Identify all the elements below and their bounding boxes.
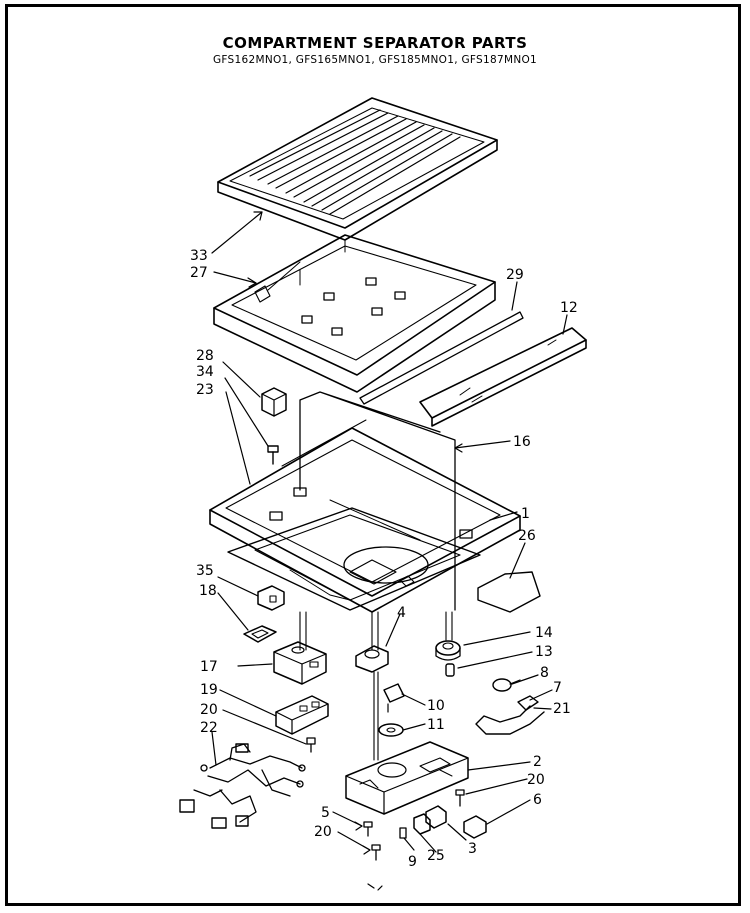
part-separator-tray bbox=[213, 234, 496, 393]
part-socket-7 bbox=[517, 695, 539, 711]
shaft-right bbox=[445, 611, 453, 641]
leader-lines bbox=[211, 211, 568, 855]
callout-2: 2 bbox=[533, 754, 542, 770]
callout-7: 7 bbox=[553, 680, 562, 696]
part-switch-3 bbox=[425, 805, 447, 829]
callout-16: 16 bbox=[513, 434, 531, 450]
part-grommet-18 bbox=[243, 625, 277, 643]
callout-35: 35 bbox=[196, 563, 214, 579]
part-nut-13 bbox=[445, 663, 455, 677]
callout-19: 19 bbox=[200, 682, 218, 698]
model-numbers: GFS162MNO1, GFS165MNO1, GFS185MNO1, GFS1… bbox=[212, 54, 538, 66]
part-housing-17 bbox=[273, 641, 327, 685]
part-bulb-8 bbox=[492, 678, 521, 692]
callout-12: 12 bbox=[560, 300, 578, 316]
callout-34: 34 bbox=[196, 364, 214, 380]
part-grille-cover bbox=[217, 97, 498, 253]
callout-17: 17 bbox=[200, 659, 218, 675]
callout-22: 22 bbox=[200, 720, 218, 736]
callout-25: 25 bbox=[427, 848, 445, 864]
part-clip-35 bbox=[257, 585, 285, 611]
diagram-title: COMPARTMENT SEPARATOR PARTS bbox=[222, 34, 528, 52]
part-cord-21 bbox=[475, 705, 545, 735]
callout-3: 3 bbox=[468, 841, 477, 857]
stray-marks bbox=[367, 883, 383, 891]
callout-23: 23 bbox=[196, 382, 214, 398]
part-bracket-19 bbox=[275, 695, 329, 735]
callout-33: 33 bbox=[190, 248, 208, 264]
callout-6: 6 bbox=[533, 792, 542, 808]
part-wiring-harness bbox=[179, 743, 306, 829]
callout-10: 10 bbox=[427, 698, 445, 714]
callout-20-c: 20 bbox=[314, 824, 332, 840]
part-motor-mount bbox=[355, 645, 389, 761]
callout-26: 26 bbox=[518, 528, 536, 544]
part-wire-loop bbox=[299, 391, 456, 611]
shaft-center bbox=[371, 611, 379, 651]
part-fan-14 bbox=[435, 640, 461, 661]
callout-27: 27 bbox=[190, 265, 208, 281]
part-base-housing bbox=[345, 741, 469, 815]
callout-28: 28 bbox=[196, 348, 214, 364]
part-rail bbox=[419, 327, 587, 427]
part-washer-11 bbox=[378, 723, 404, 737]
callout-14: 14 bbox=[535, 625, 553, 641]
part-screw-34 bbox=[267, 445, 279, 465]
part-screw-20c bbox=[371, 844, 381, 861]
callout-4: 4 bbox=[397, 605, 406, 621]
callout-labels: 33 27 29 12 28 34 23 16 1 26 35 18 4 14 … bbox=[190, 248, 578, 870]
part-clip-10 bbox=[383, 683, 405, 713]
part-seal-strip bbox=[359, 311, 524, 405]
callout-8: 8 bbox=[540, 665, 549, 681]
part-insulation-pad bbox=[477, 571, 541, 613]
part-liner-pan bbox=[227, 507, 481, 611]
callout-21: 21 bbox=[553, 701, 571, 717]
part-separator-frame bbox=[209, 419, 521, 613]
part-screw-20a bbox=[306, 737, 316, 753]
callout-18: 18 bbox=[199, 583, 217, 599]
part-switch-25 bbox=[413, 813, 431, 835]
callout-13: 13 bbox=[535, 644, 553, 660]
part-connector-6 bbox=[463, 815, 487, 839]
diagram-frame bbox=[5, 4, 741, 906]
part-small-block bbox=[261, 387, 287, 417]
callout-29: 29 bbox=[506, 267, 524, 283]
part-screw-5 bbox=[363, 821, 373, 837]
callout-20-a: 20 bbox=[200, 702, 218, 718]
callout-20-b: 20 bbox=[527, 772, 545, 788]
callout-1: 1 bbox=[521, 506, 530, 522]
callout-5: 5 bbox=[321, 805, 330, 821]
callout-9: 9 bbox=[408, 854, 417, 870]
part-screw-20b bbox=[455, 789, 465, 807]
callout-11: 11 bbox=[427, 717, 445, 733]
part-pin-9 bbox=[399, 827, 407, 839]
